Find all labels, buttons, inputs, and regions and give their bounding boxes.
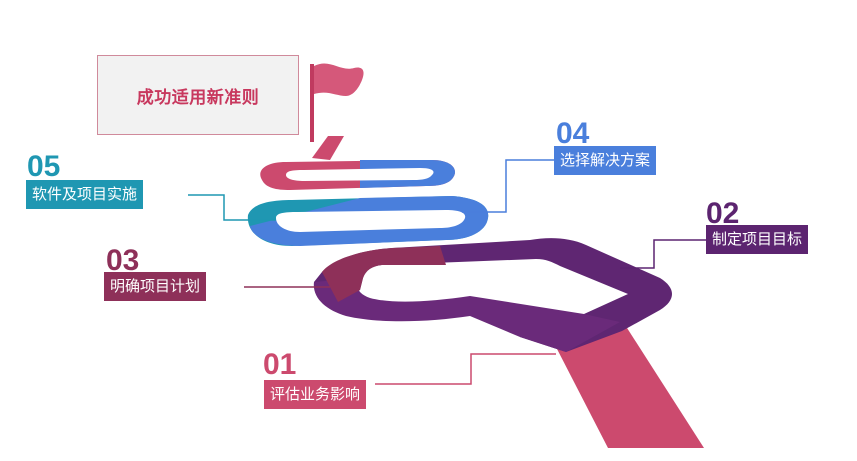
road-loop-hole-upper	[276, 210, 466, 232]
step-05-number: 05	[27, 150, 61, 183]
step-03-number: 03	[106, 244, 140, 277]
road-connector	[312, 136, 344, 160]
goal-label: 成功适用新准则	[136, 87, 260, 108]
step-02-number: 02	[706, 197, 740, 230]
step-02-label: 制定项目目标	[706, 225, 809, 254]
road-loop-03	[322, 246, 446, 302]
road-loop-02-lower	[313, 278, 620, 352]
road-segment-01	[556, 317, 704, 448]
leader-line-01	[375, 353, 556, 385]
goal-box: 成功适用新准则	[97, 55, 299, 135]
leader-line-05	[188, 194, 276, 221]
leader-line-02	[620, 239, 706, 269]
step-01-number: 01	[263, 348, 297, 381]
step-04-number: 04	[556, 117, 590, 150]
step-04-label: 选择解决方案	[554, 146, 657, 175]
flag-icon	[310, 63, 364, 142]
step-05-label: 软件及项目实施	[26, 180, 144, 209]
step-03-label: 明确项目计划	[104, 272, 207, 301]
step-01-label: 评估业务影响	[264, 380, 367, 409]
road-loop-hole-top	[286, 168, 434, 181]
leader-line-04	[462, 159, 554, 213]
